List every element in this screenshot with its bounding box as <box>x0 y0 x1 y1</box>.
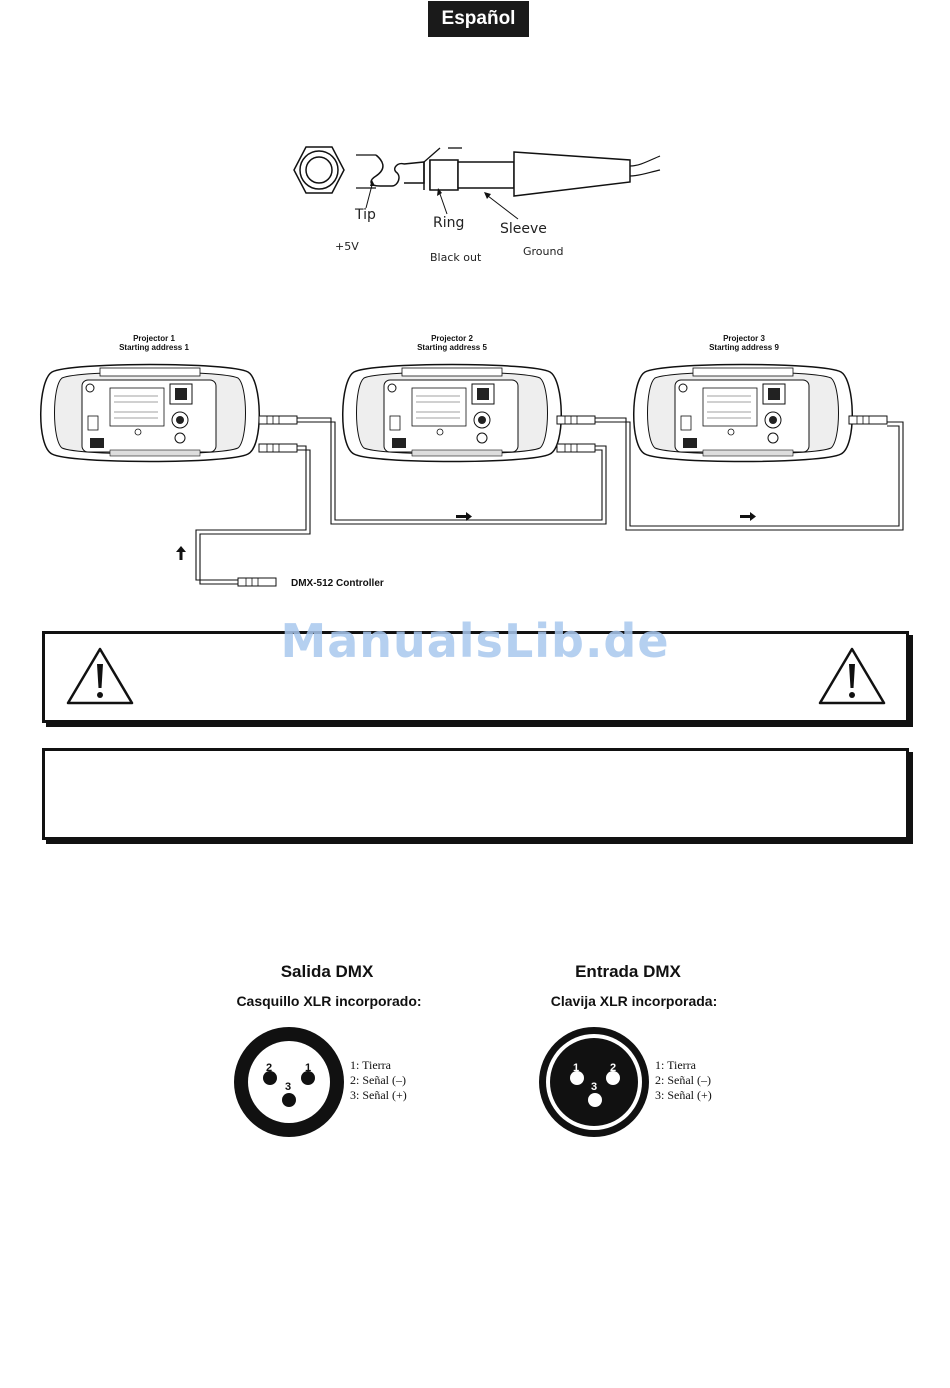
watermark: ManualsLib.de <box>280 614 670 668</box>
svg-text:2: 2 <box>266 1062 272 1074</box>
tip-note: +5V <box>335 240 359 253</box>
note-box <box>42 748 909 840</box>
ring-label: Ring <box>433 215 465 231</box>
dmx-input-title: Entrada DMX <box>575 962 681 981</box>
projector-2-label: Projector 2 Starting address 5 <box>417 334 487 352</box>
warning-box <box>42 631 909 723</box>
xlr-plug-diagram: 1 2 3 <box>539 1027 649 1137</box>
xlr-socket-diagram: 2 1 3 <box>234 1027 344 1137</box>
projector-2-unit <box>341 363 563 463</box>
jack-plug-diagram <box>293 146 661 220</box>
svg-text:2: 2 <box>610 1062 616 1074</box>
projector-3-label: Projector 3 Starting address 9 <box>709 334 779 352</box>
warning-icon-left <box>66 647 134 705</box>
projector-3-unit <box>632 363 854 463</box>
dmx-output-title: Salida DMX <box>280 962 374 981</box>
svg-text:1: 1 <box>305 1062 311 1074</box>
dmx-output-subtitle: Casquillo XLR incorporado: <box>236 993 422 1009</box>
dmx-input-subtitle: Clavija XLR incorporada: <box>550 993 718 1009</box>
language-badge: Español <box>428 1 529 37</box>
svg-text:1: 1 <box>573 1062 579 1074</box>
dmx-chain-diagram <box>39 363 904 587</box>
warning-icon-right <box>818 647 886 705</box>
tip-label: Tip <box>355 207 376 223</box>
ring-note: Black out <box>430 251 482 264</box>
sleeve-label: Sleeve <box>500 221 547 237</box>
sleeve-note: Ground <box>523 245 564 258</box>
dmx-controller-label: DMX-512 Controller <box>291 578 384 589</box>
dmx-input-pin-list: 1: Tierra 2: Señal (–) 3: Señal (+) <box>655 1058 712 1102</box>
dmx-output-pin-list: 1: Tierra 2: Señal (–) 3: Señal (+) <box>350 1058 407 1102</box>
svg-text:3: 3 <box>285 1081 291 1093</box>
svg-text:3: 3 <box>591 1081 597 1093</box>
projector-1-unit <box>39 363 261 463</box>
projector-1-label: Projector 1 Starting address 1 <box>119 334 189 352</box>
